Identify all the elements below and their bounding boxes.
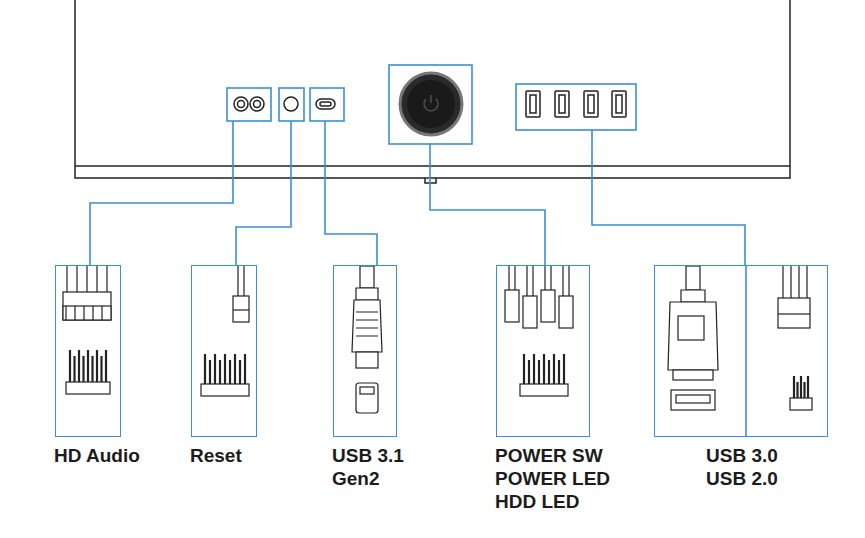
header-pin <box>234 354 236 384</box>
connector-label: USB 2.0 <box>655 467 829 490</box>
connector-label: Reset <box>190 444 300 467</box>
connector-label: HD Audio <box>54 444 194 467</box>
header-pin <box>244 354 246 384</box>
header-pin <box>219 360 221 384</box>
header-pin <box>239 360 241 384</box>
connector-box: HD Audio <box>55 265 121 437</box>
header-pin <box>105 350 107 382</box>
header-pin <box>69 350 71 382</box>
header-pin <box>229 360 231 384</box>
header-pin <box>91 356 93 382</box>
label-group: USB 3.0USB 2.0 <box>655 444 829 490</box>
connector-label: USB 3.0 <box>655 444 829 467</box>
header-pin <box>73 356 75 382</box>
label-group: USB 3.1 Gen2 <box>332 444 422 490</box>
header-pin <box>543 354 545 384</box>
header-pin <box>538 360 540 384</box>
header-pin <box>558 360 560 384</box>
connector-label: HDD LED <box>495 490 655 513</box>
connector-label: USB 3.1 Gen2 <box>332 444 422 490</box>
header-pin <box>78 350 80 382</box>
header-pin <box>796 382 798 398</box>
header-pin <box>553 354 555 384</box>
header-pin <box>224 354 226 384</box>
header-pin <box>214 354 216 384</box>
header-pin <box>807 376 809 398</box>
header-pin <box>563 354 565 384</box>
connector-label: POWER LED <box>495 467 655 490</box>
header-pin <box>548 360 550 384</box>
header-pin <box>800 376 802 398</box>
header-pin <box>82 356 84 382</box>
label-group: HD Audio <box>54 444 194 467</box>
header-pin <box>100 356 102 382</box>
connector-box: Reset <box>191 265 257 437</box>
header-pin <box>209 360 211 384</box>
header-pin <box>87 350 89 382</box>
pin-header-base <box>66 382 110 394</box>
header-pin <box>96 350 98 382</box>
header-pin <box>204 354 206 384</box>
pin-header-base <box>201 384 249 396</box>
connector-box: USB 3.1 Gen2 <box>333 265 397 437</box>
connector-box: USB 3.0USB 2.0 <box>654 265 828 437</box>
pin-header-base <box>520 384 568 396</box>
header-pin <box>803 382 805 398</box>
pin-header-base <box>790 398 812 410</box>
header-pin <box>523 354 525 384</box>
label-group: Reset <box>190 444 300 467</box>
header-pin <box>533 354 535 384</box>
connector-box: POWER SWPOWER LEDHDD LED <box>496 265 590 437</box>
header-pin <box>793 376 795 398</box>
header-pin <box>528 360 530 384</box>
label-group: POWER SWPOWER LEDHDD LED <box>495 444 655 513</box>
connector-label: POWER SW <box>495 444 655 467</box>
